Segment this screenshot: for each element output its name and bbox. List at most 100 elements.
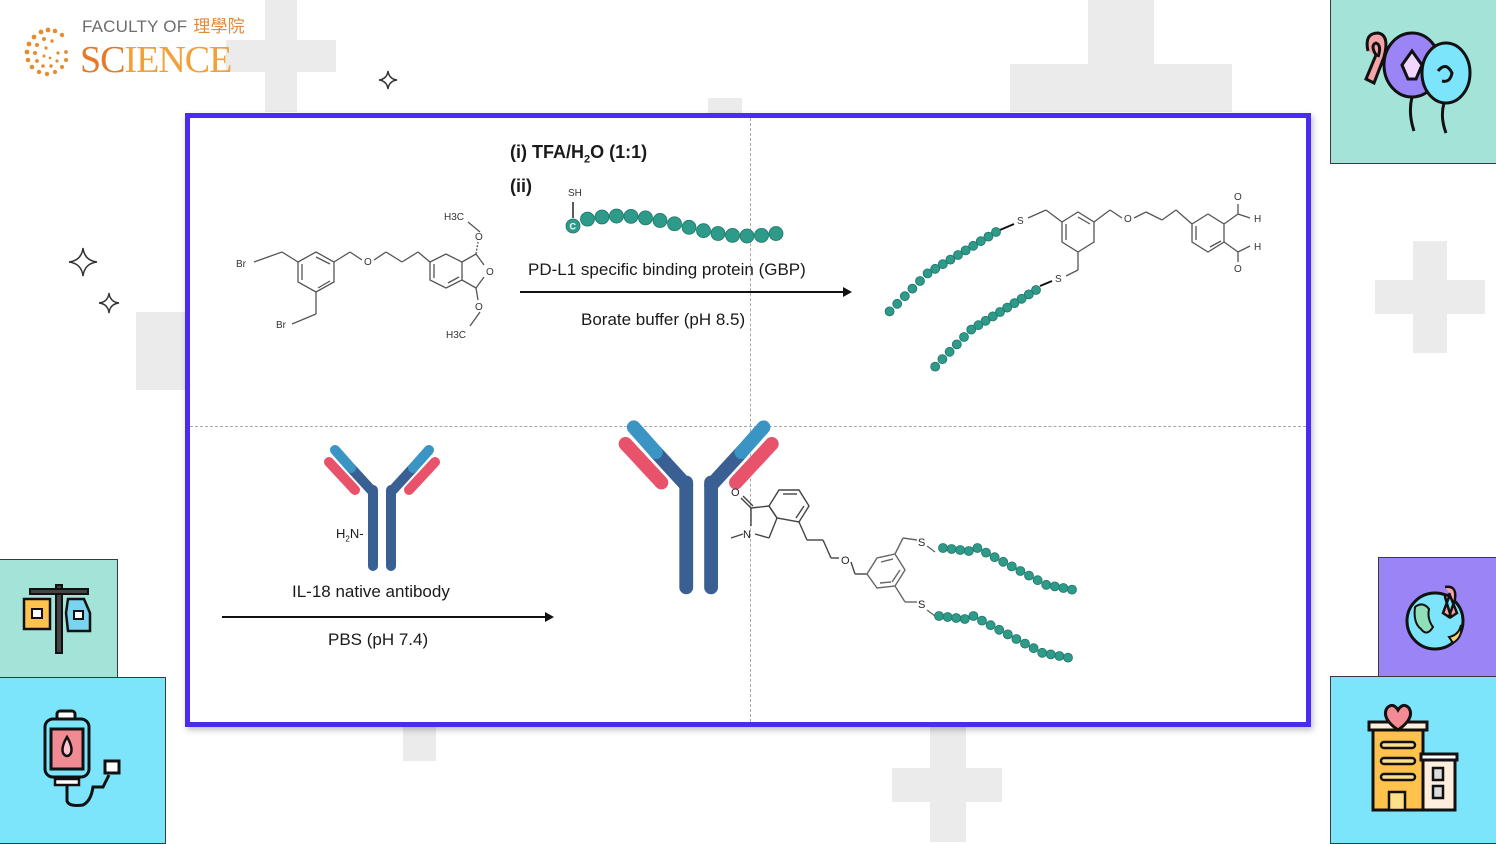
amino-acid-bead	[1058, 583, 1069, 593]
guide-line-horizontal	[190, 426, 1306, 427]
thiol-label: SH	[568, 188, 582, 199]
atom-o: O	[1124, 214, 1132, 225]
il18-antibody-icon	[324, 445, 440, 571]
amino-acid-bead	[681, 219, 697, 235]
globe-ribbon-icon	[1405, 585, 1465, 651]
amino-acid-bead	[937, 259, 948, 270]
bg-cross	[403, 727, 436, 761]
amino-acid-bead	[963, 546, 974, 556]
amino-acid-bead	[652, 213, 668, 228]
amino-acid-bead	[968, 240, 979, 251]
amino-acid-bead	[1024, 570, 1034, 581]
blood-bag-icon	[43, 709, 121, 807]
hospital-tile	[1330, 676, 1496, 844]
amino-acid-bead	[638, 210, 653, 226]
atom-o: O	[1234, 264, 1242, 275]
amino-acid-bead	[938, 543, 948, 553]
atom-o: O	[475, 232, 483, 243]
amino-acid-bead	[966, 324, 977, 335]
amino-acid-bead	[937, 354, 948, 365]
bg-cross	[1010, 64, 1232, 112]
amino-acid-bead	[892, 298, 903, 309]
amino-acid-bead	[975, 236, 986, 247]
balloons-ribbon-icon	[1364, 31, 1472, 134]
amino-acid-bead	[980, 315, 991, 326]
amino-acid-bead	[944, 346, 955, 357]
amino-acid-bead	[953, 250, 963, 260]
amino-acid-bead	[998, 556, 1009, 567]
atom-h: H	[1254, 242, 1261, 253]
logo-science-text: SCIENCE	[80, 39, 232, 81]
bg-cross	[226, 40, 336, 72]
amino-acid-bead	[1032, 575, 1043, 586]
amino-acid-bead	[710, 226, 726, 241]
sparkle-icon	[68, 247, 98, 277]
amino-acid-bead	[1063, 652, 1073, 663]
antibody-heavy-chain	[346, 463, 378, 497]
antibody-light-chain	[618, 436, 669, 490]
globe-ribbon-tile	[1378, 557, 1496, 679]
atom-s: S	[1055, 274, 1062, 285]
atom-s: S	[918, 599, 925, 611]
amino-acid-bead	[991, 227, 1001, 237]
amino-acid-bead	[696, 223, 711, 239]
amino-acid-bead	[754, 227, 769, 243]
antibody-light-chain	[729, 436, 779, 490]
amino-acid-bead	[989, 552, 1000, 563]
amino-acid-bead	[623, 208, 639, 224]
amino-acid-bead	[968, 611, 979, 621]
atom-br: Br	[236, 259, 247, 270]
amino-acid-bead	[1031, 285, 1041, 295]
amino-acid-bead	[1011, 634, 1022, 644]
atom-o: O	[731, 487, 740, 499]
amino-acid-bead	[959, 614, 970, 624]
atom-s: S	[918, 537, 925, 549]
atom-o: O	[486, 267, 494, 278]
amino-acid-bead	[884, 306, 895, 317]
bg-cross	[136, 312, 186, 390]
amino-acid-bead	[768, 226, 784, 241]
antibody-light-chain	[408, 445, 434, 473]
reaction-arrow-2	[222, 612, 554, 622]
gbp-linker-conjugate: S S O O O H H	[884, 192, 1261, 372]
amino-acid-bead	[987, 311, 998, 322]
hospital-heart-icon	[1367, 703, 1459, 812]
amino-acid-bead	[960, 245, 971, 256]
step-i-label: (i) TFA/H2O (1:1)	[510, 142, 648, 166]
amino-acid-bead	[951, 613, 962, 623]
antibody-light-chain	[626, 420, 663, 460]
amino-acid-bead	[1049, 581, 1060, 592]
reagent-gbp-label: PD-L1 specific binding protein (GBP)	[528, 260, 806, 279]
amino-acid-bead	[594, 209, 610, 225]
guide-line-vertical	[750, 118, 751, 722]
amino-acid-bead	[946, 544, 957, 554]
antibody-heavy-chain	[648, 445, 694, 493]
amino-acid-bead	[1015, 566, 1026, 576]
amino-acid-bead	[959, 332, 969, 342]
sparkle-icon	[98, 292, 120, 314]
atom-s: S	[1017, 216, 1024, 227]
iv-drip-tile	[0, 559, 118, 679]
amino-acid-bead	[915, 276, 925, 286]
bg-cross	[1375, 280, 1485, 314]
amino-acid-bead	[930, 263, 941, 274]
amino-acid-bead	[942, 612, 953, 622]
bg-cross	[892, 768, 1002, 802]
atom-h3c: H3C	[444, 212, 464, 223]
antibody-heavy-chain	[386, 463, 418, 497]
amino-acid-bead	[1028, 643, 1039, 654]
atom-br: Br	[276, 320, 287, 331]
amino-acid-bead	[565, 218, 581, 234]
amino-acid-bead	[1020, 638, 1030, 649]
amino-acid-bead	[739, 228, 755, 244]
amino-acid-bead	[1023, 289, 1034, 300]
amino-acid-bead	[609, 208, 624, 224]
amino-acid-bead	[934, 611, 944, 621]
atom-o: O	[841, 555, 850, 567]
atom-h3c: H3C	[446, 330, 466, 341]
atom-o: O	[364, 257, 372, 268]
atom-n: N	[743, 529, 751, 541]
amino-acid-bead	[1041, 579, 1052, 590]
